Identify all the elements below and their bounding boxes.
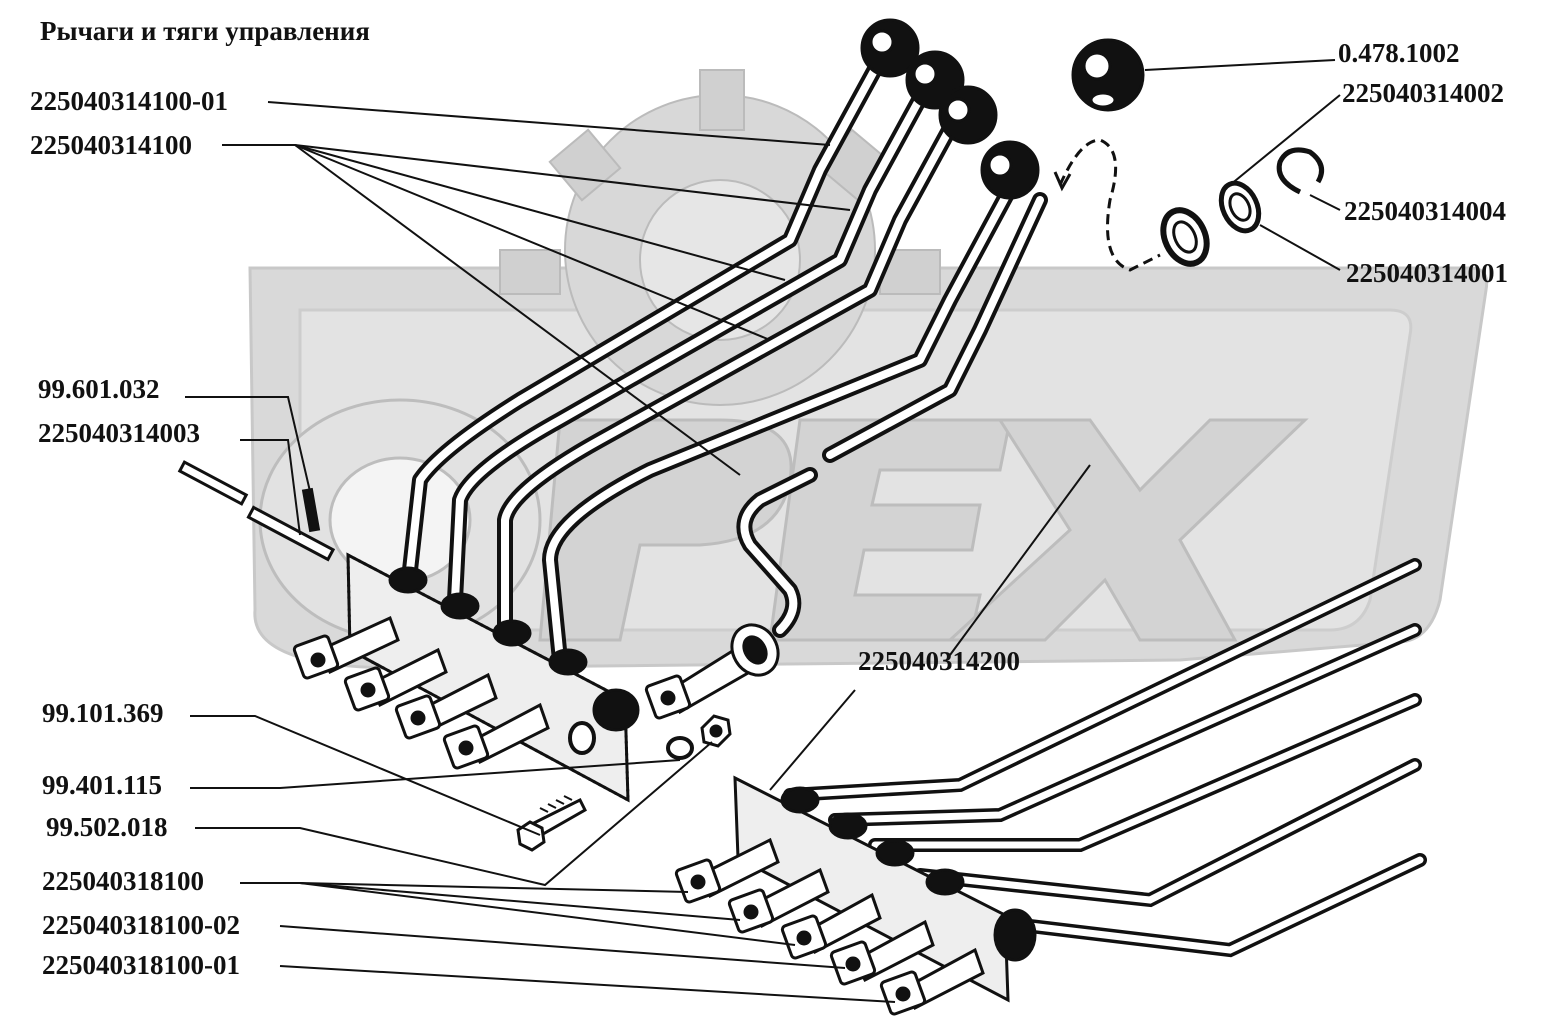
- leader-rod-01: [279, 965, 896, 1003]
- label-knob: 0.478.1002: [1338, 38, 1460, 68]
- label-bolt: 99.101.369: [42, 698, 164, 728]
- lower-rod-4: [913, 758, 1422, 908]
- lower-rods: [783, 558, 1427, 958]
- lever-4: [542, 162, 1028, 668]
- leader-washer-2: [1229, 94, 1341, 186]
- knob-loose: [1071, 38, 1145, 112]
- leader-pin-032: [185, 396, 313, 501]
- leader-rod-b: [299, 882, 741, 921]
- upper-pivot-bosses: [388, 566, 640, 732]
- knob-4: [980, 140, 1040, 200]
- leader-rod-c: [299, 882, 796, 946]
- leader-washer-115: [190, 759, 681, 789]
- lower-bracket-assembly: [674, 775, 1037, 1016]
- label-pin-032: 99.601.032: [38, 374, 160, 404]
- lower-rod-3: [868, 693, 1422, 852]
- label-bracket: 225040314200: [858, 646, 1020, 676]
- lower-rod-1: [783, 558, 1422, 802]
- leader-lever-d: [294, 144, 741, 476]
- retaining-ring: [1276, 147, 1325, 195]
- assembly-dashed-path: [1058, 138, 1161, 272]
- label-rod-01: 225040318100-01: [42, 950, 240, 980]
- upper-rod-ends: [292, 615, 764, 770]
- label-rod-02: 225040318100-02: [42, 910, 240, 940]
- lower-bracket-plate: [733, 775, 1010, 1003]
- upper-rod-coupling: [730, 623, 780, 677]
- leader-lever-01: [267, 101, 831, 146]
- nut: [700, 714, 732, 748]
- assembly-arrow: [1053, 171, 1072, 192]
- bolt: [516, 795, 587, 852]
- leader-knob: [1144, 59, 1336, 71]
- pin-short: [246, 505, 336, 562]
- watermark: [248, 69, 1489, 670]
- diagram-title: Рычаги и тяги управления: [40, 16, 370, 46]
- label-washer-2: 225040314002: [1342, 78, 1504, 108]
- leader-bracket-b: [769, 689, 856, 791]
- leader-lines: [185, 59, 1341, 1003]
- leader-bracket-a: [949, 464, 1091, 656]
- leader-lever-b: [294, 144, 786, 281]
- pin-small: [301, 487, 321, 533]
- label-nut: 99.502.018: [46, 812, 168, 842]
- lever-knobs: [860, 18, 1145, 200]
- upper-bracket-assembly: [292, 552, 780, 852]
- pins: [177, 460, 336, 562]
- lower-pivot-bosses: [780, 786, 1037, 962]
- lever-3: [497, 102, 968, 633]
- knob-3: [938, 85, 998, 145]
- knob-1: [860, 18, 920, 78]
- label-lever: 225040314100: [30, 130, 192, 160]
- leader-lever-c: [294, 144, 771, 341]
- leader-bolt: [190, 715, 541, 836]
- washer-lower: [1218, 180, 1262, 234]
- washer-upper: [1160, 207, 1210, 267]
- lower-rod-5: [973, 853, 1427, 958]
- lower-rod-2: [828, 623, 1422, 827]
- label-rod: 225040318100: [42, 866, 204, 896]
- label-washer-1: 225040314001: [1346, 258, 1508, 288]
- label-lever-01: 225040314100-01: [30, 86, 228, 116]
- leader-ring-4: [1309, 194, 1341, 211]
- lever-1: [402, 52, 888, 578]
- knob-hardware: [1053, 138, 1325, 272]
- lever-2: [447, 72, 938, 608]
- label-pin-003: 225040314003: [38, 418, 200, 448]
- leader-nut: [195, 741, 713, 887]
- leader-pin-003: [240, 439, 301, 536]
- leader-rod-02: [279, 925, 846, 969]
- label-washer-115: 99.401.115: [42, 770, 163, 800]
- leader-washer-1: [1259, 224, 1341, 271]
- control-levers: [402, 52, 1048, 668]
- label-ring-4: 225040314004: [1344, 196, 1506, 226]
- lever-5: [736, 192, 1048, 638]
- pin-long: [177, 460, 249, 506]
- upper-bracket-hole: [568, 721, 596, 755]
- spring-washer: [666, 736, 694, 760]
- lower-rod-ends: [674, 837, 985, 1016]
